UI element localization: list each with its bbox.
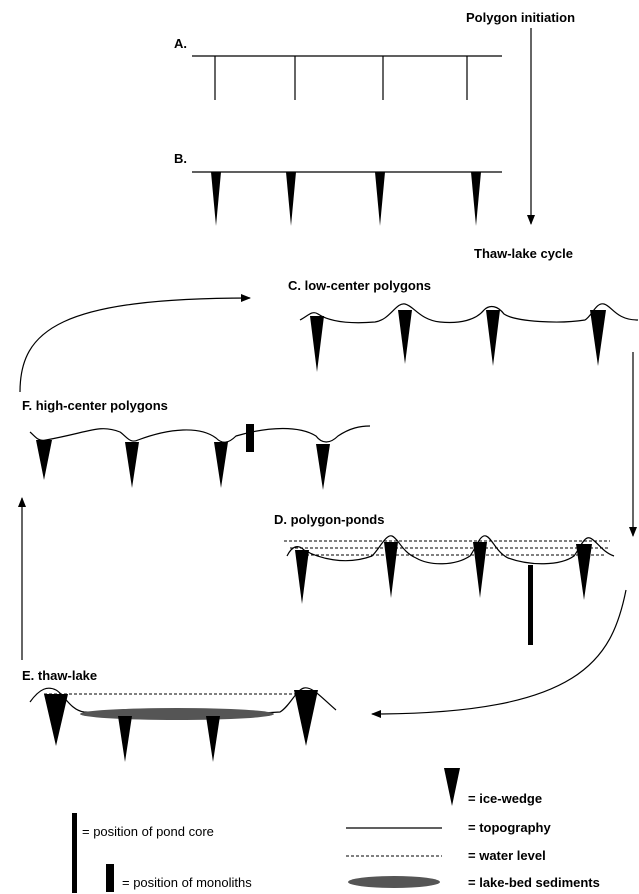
stage-c-profile xyxy=(299,303,639,372)
monolith-marker xyxy=(246,424,254,452)
lake-bed-sediment xyxy=(80,708,274,720)
stage-e-label: E. thaw-lake xyxy=(22,668,97,683)
legend-water-level-label: = water level xyxy=(468,848,546,863)
stage-d-profile xyxy=(284,535,615,645)
legend-monoliths-label: = position of monoliths xyxy=(122,875,252,890)
stage-c-label: C. low-center polygons xyxy=(288,278,431,293)
polygon-initiation-title: Polygon initiation xyxy=(466,10,575,25)
legend-ice-wedge-symbol xyxy=(444,768,460,806)
arrow-f-to-c xyxy=(19,294,251,393)
legend-lake-bed-symbol xyxy=(348,876,440,888)
arrow-d-to-e xyxy=(371,589,627,718)
legend-pond-core-label: = position of pond core xyxy=(82,824,214,839)
legend-monolith-symbol xyxy=(106,864,114,892)
stage-a-label: A. xyxy=(174,36,187,51)
thaw-lake-cycle-title: Thaw-lake cycle xyxy=(474,246,573,261)
stage-e-profile xyxy=(29,687,337,762)
legend-topography-label: = topography xyxy=(468,820,551,835)
legend-lake-bed-label: = lake-bed sediments xyxy=(468,875,600,890)
legend: = ice-wedge = topography = water level =… xyxy=(72,768,600,893)
stage-f-label: F. high-center polygons xyxy=(22,398,168,413)
stage-b-label: B. xyxy=(174,151,187,166)
pond-core-marker xyxy=(528,565,533,645)
legend-ice-wedge-label: = ice-wedge xyxy=(468,791,542,806)
legend-pond-core-symbol xyxy=(72,813,77,893)
stage-f-profile xyxy=(29,424,371,490)
stage-b-profile xyxy=(192,171,502,226)
stage-a-profile xyxy=(192,55,502,100)
stage-d-label: D. polygon-ponds xyxy=(274,512,384,527)
